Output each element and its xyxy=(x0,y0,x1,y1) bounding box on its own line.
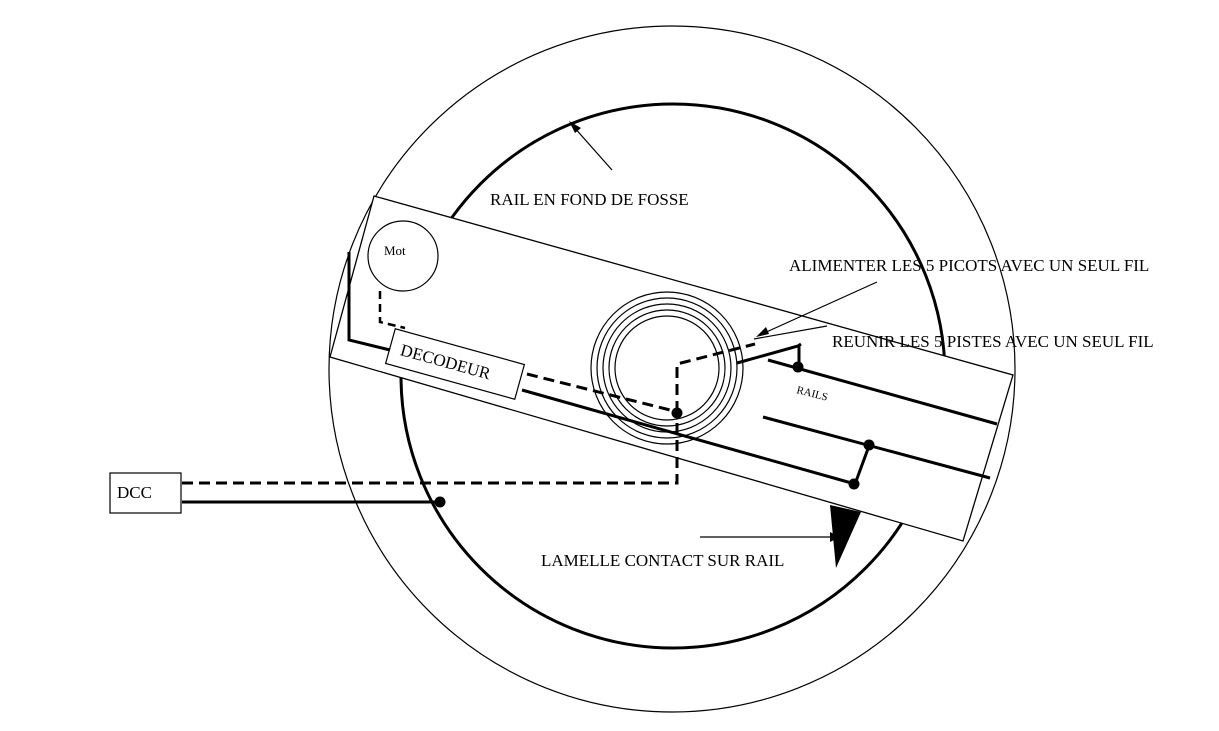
alimenter-label: ALIMENTER LES 5 PICOTS AVEC UN SEUL FIL xyxy=(789,256,1149,275)
dcc-dashed-wire xyxy=(182,414,679,485)
dcc-label: DCC xyxy=(117,483,152,502)
motor-label: Mot xyxy=(384,243,406,258)
reunir-label: REUNIR LES 5 PISTES AVEC UN SEUL FIL xyxy=(832,332,1154,351)
contact-blade xyxy=(830,505,861,568)
pit-outer-circle xyxy=(328,25,1016,713)
annotation-arrows xyxy=(569,121,878,542)
turntable-bridge xyxy=(329,195,1014,542)
bridge-track-wire xyxy=(521,388,856,486)
decoder-box xyxy=(384,328,526,400)
junction-dots xyxy=(434,361,875,508)
motor-circle xyxy=(367,220,439,292)
dcc-box xyxy=(109,472,182,514)
lamelle-label: LAMELLE CONTACT SUR RAIL xyxy=(541,551,784,570)
rail-fond-label: RAIL EN FOND DE FOSSE xyxy=(490,190,689,209)
motor-decoder-wire xyxy=(378,291,406,330)
decoder-pivot-wire xyxy=(526,372,679,414)
bridge-track-wire-left xyxy=(347,252,391,352)
